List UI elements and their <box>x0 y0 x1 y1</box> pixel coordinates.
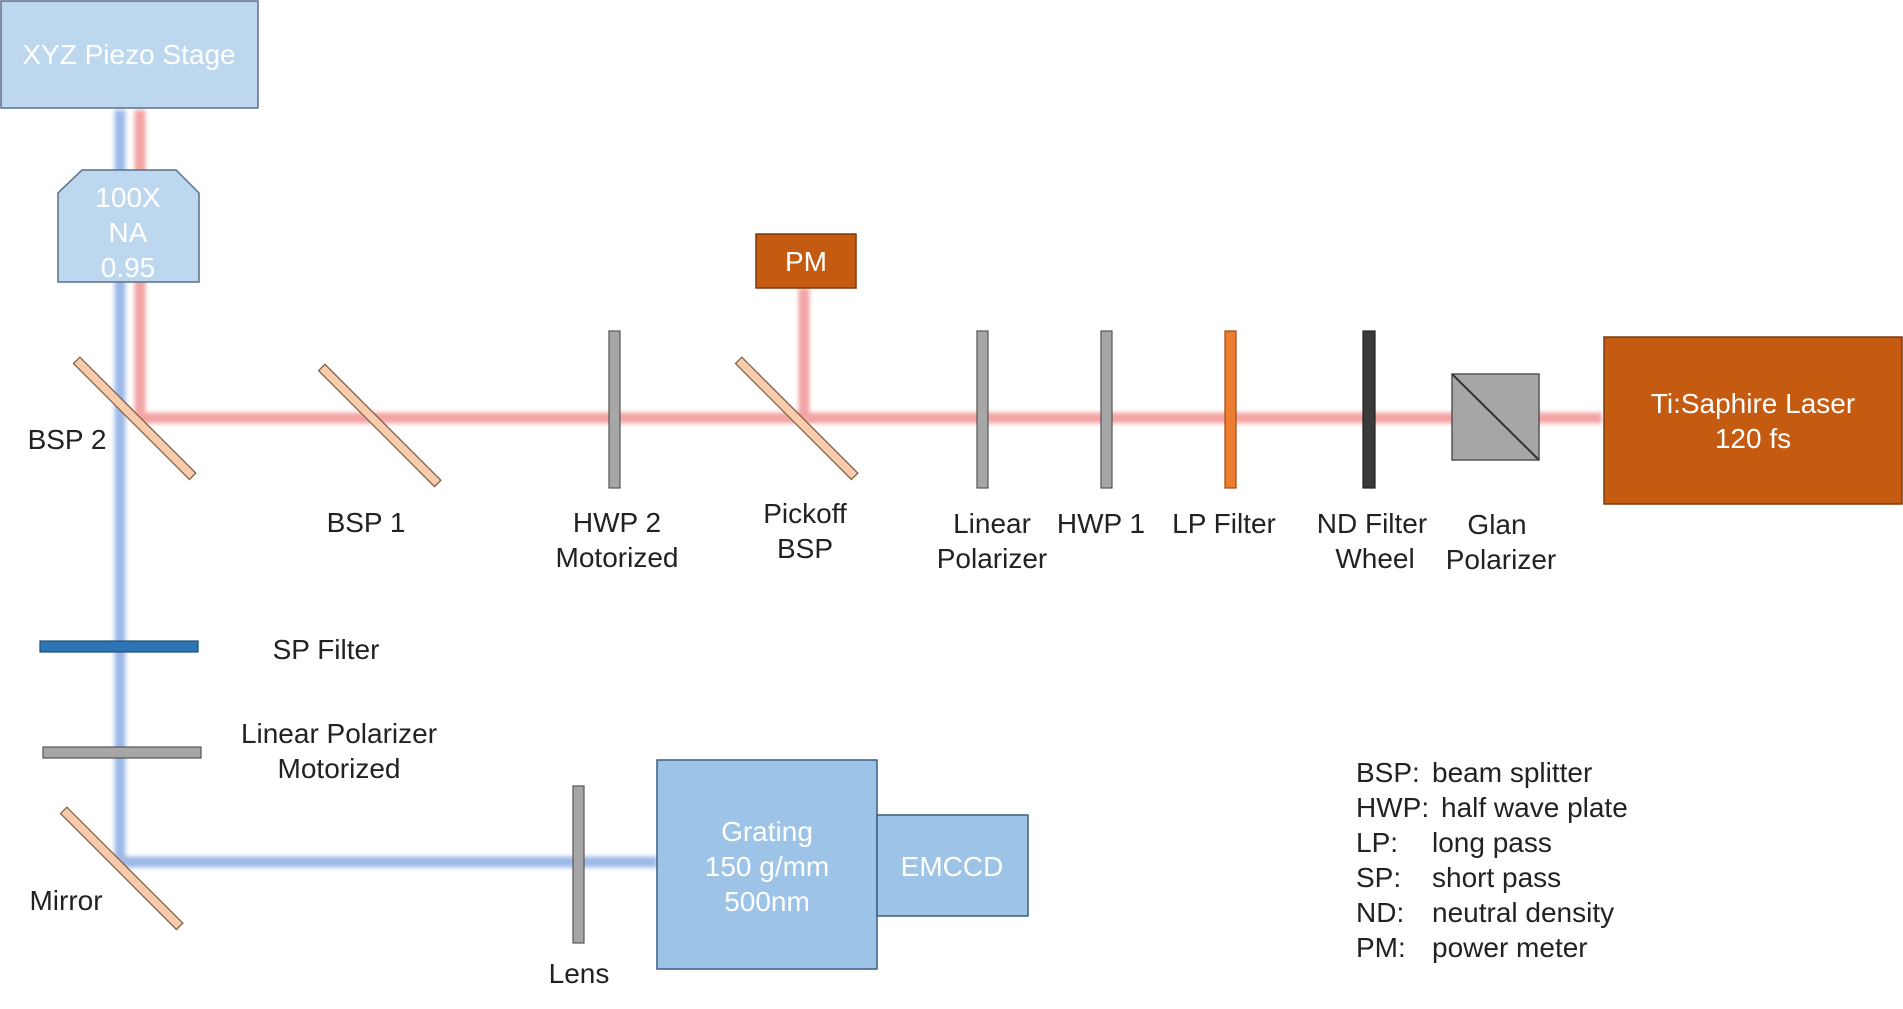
label-hwp1: HWP 1 <box>1057 508 1145 539</box>
emccd-camera: EMCCD <box>876 814 1029 917</box>
ti-saphire-laser: Ti:Saphire Laser 120 fs <box>1603 336 1903 505</box>
label-hwp2-1: HWP 2 <box>573 507 661 538</box>
label-mirror: Mirror <box>29 885 102 916</box>
laser-line-1: Ti:Saphire Laser <box>1651 388 1855 419</box>
label-lens: Lens <box>549 958 610 989</box>
legend-abbr-5: PM: <box>1356 932 1406 963</box>
grating-spectrometer: Grating 150 g/mm 500nm <box>656 759 878 970</box>
lens-plate <box>572 785 585 944</box>
lp-filter-plate <box>1224 330 1237 489</box>
grating-box <box>656 759 878 970</box>
hwp2-plate <box>608 330 621 489</box>
legend-meaning-2: long pass <box>1432 827 1552 858</box>
objective-lens: 100X NA 0.95 <box>57 169 200 283</box>
legend-meaning-0: beam splitter <box>1432 757 1592 788</box>
emccd-label: EMCCD <box>901 851 1004 882</box>
label-linear-polarizer-1: Linear <box>953 508 1031 539</box>
red-beam <box>134 110 1602 424</box>
label-bsp1: BSP 1 <box>327 507 406 538</box>
label-glan-1: Glan <box>1467 509 1526 540</box>
emccd-box <box>876 814 1029 917</box>
bsp2-splitter <box>72 356 197 481</box>
label-pickoff-2: BSP <box>777 533 833 564</box>
label-linear-polarizer-2: Polarizer <box>937 543 1047 574</box>
legend-abbr-0: BSP: <box>1356 757 1420 788</box>
laser-box <box>1603 336 1903 505</box>
objective-line-3: 0.95 <box>101 252 156 283</box>
label-glan-2: Polarizer <box>1446 544 1556 575</box>
grating-line-1: Grating <box>721 816 813 847</box>
legend-abbr-1: HWP: <box>1356 792 1429 823</box>
legend-abbr-3: SP: <box>1356 862 1401 893</box>
stage-box <box>0 0 259 109</box>
bsp1-splitter <box>317 363 442 488</box>
label-nd-filter-1: ND Filter <box>1317 508 1427 539</box>
legend-abbr-4: ND: <box>1356 897 1404 928</box>
legend-meaning-1: half wave plate <box>1441 792 1628 823</box>
power-meter-label: PM <box>785 246 827 277</box>
legend-meaning-3: short pass <box>1432 862 1561 893</box>
objective-line-2: NA <box>109 217 148 248</box>
legend-meaning-4: neutral density <box>1432 897 1614 928</box>
grating-line-3: 500nm <box>724 886 810 917</box>
legend: BSP: beam splitter HWP: half wave plate … <box>1356 757 1628 963</box>
xyz-piezo-stage: XYZ Piezo Stage <box>0 0 259 109</box>
label-sp-filter: SP Filter <box>273 634 380 665</box>
mirror-plate <box>59 806 184 931</box>
label-linear-polarizer-motorized-2: Motorized <box>278 753 401 784</box>
linear-polarizer-plate <box>976 330 989 489</box>
pickoff-bsp-splitter <box>734 356 859 481</box>
legend-meaning-5: power meter <box>1432 932 1588 963</box>
glan-polarizer <box>1451 373 1540 461</box>
stage-label: XYZ Piezo Stage <box>22 39 235 70</box>
bsp2-plate <box>72 356 197 481</box>
bsp1-plate <box>317 363 442 488</box>
objective-body <box>57 169 200 283</box>
hwp1-plate <box>1100 330 1113 489</box>
laser-line-2: 120 fs <box>1715 423 1791 454</box>
label-bsp2: BSP 2 <box>28 424 107 455</box>
legend-abbr-2: LP: <box>1356 827 1398 858</box>
grating-line-2: 150 g/mm <box>705 851 830 882</box>
label-pickoff-1: Pickoff <box>763 498 847 529</box>
label-nd-filter-2: Wheel <box>1335 543 1414 574</box>
power-meter-box <box>755 233 857 289</box>
label-linear-polarizer-motorized-1: Linear Polarizer <box>241 718 437 749</box>
glan-diagonal <box>1451 373 1540 461</box>
objective-line-1: 100X <box>95 182 161 213</box>
pickoff-plate <box>734 356 859 481</box>
label-lp-filter: LP Filter <box>1172 508 1276 539</box>
linear-polarizer-motorized-plate <box>42 746 202 759</box>
nd-filter-wheel-plate <box>1362 330 1376 489</box>
label-hwp2-2: Motorized <box>556 542 679 573</box>
power-meter: PM <box>755 233 857 289</box>
sp-filter-plate <box>39 640 199 653</box>
mirror <box>59 806 184 931</box>
